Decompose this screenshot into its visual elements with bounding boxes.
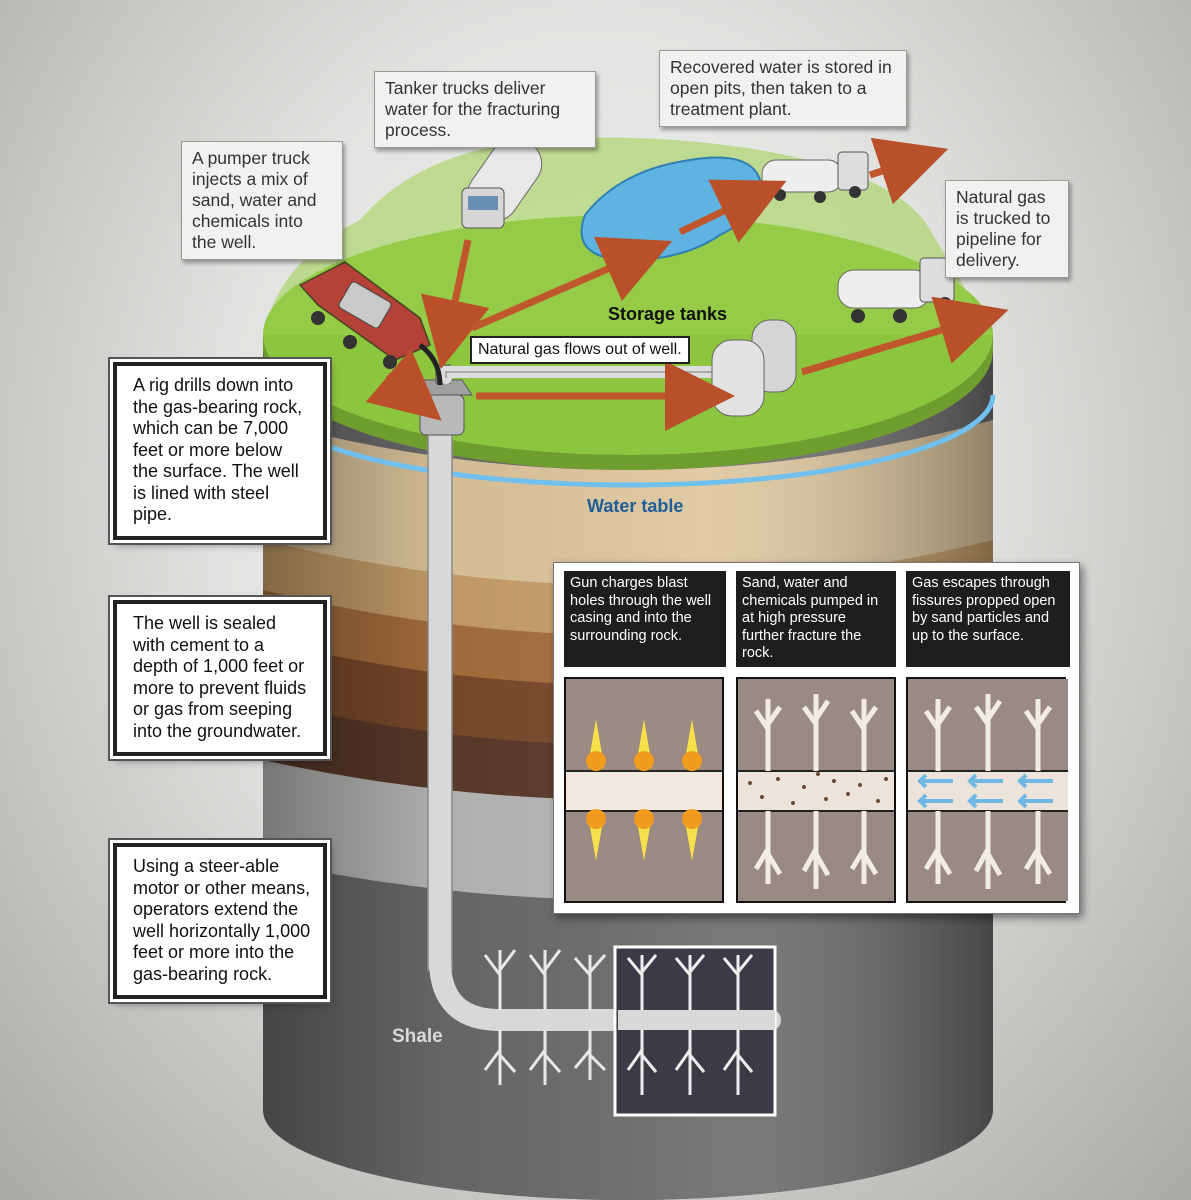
pumper-truck bbox=[298, 261, 431, 369]
well-pipe bbox=[427, 429, 453, 971]
water-truck bbox=[761, 151, 869, 203]
gas-flow-arrows bbox=[917, 773, 1053, 809]
fractures bbox=[483, 949, 607, 1085]
shale-label: Shale bbox=[392, 1026, 443, 1047]
tanker-truck bbox=[461, 137, 543, 229]
step2-panel bbox=[736, 677, 896, 903]
rig-drills-box: A rig drills down into the gas-bearing r… bbox=[110, 359, 330, 543]
tanker-truck-callout: Tanker trucks deliver water for the frac… bbox=[374, 71, 596, 148]
step1-caption: Gun charges blast holes through the well… bbox=[564, 571, 726, 667]
pumper-truck-callout: A pumper truck injects a mix of sand, wa… bbox=[181, 141, 343, 260]
storage-tanks-label: Storage tanks bbox=[608, 304, 728, 324]
step2-caption: Sand, water and chemicals pumped in at h… bbox=[736, 571, 896, 667]
recovered-water-callout: Recovered water is stored in open pits, … bbox=[659, 50, 907, 127]
gas-flow-label: Natural gas flows out of well. bbox=[470, 336, 690, 364]
fracture-branches bbox=[753, 694, 879, 889]
gas-truck bbox=[837, 257, 955, 323]
explosion-icons bbox=[586, 719, 702, 861]
water-table-label: Water table bbox=[587, 496, 684, 516]
natural-gas-truck-callout: Natural gas is trucked to pipeline for d… bbox=[945, 180, 1069, 278]
step3-caption: Gas escapes through fissures propped ope… bbox=[906, 571, 1070, 667]
flow-arrows bbox=[365, 137, 1009, 431]
horizontal-drilling-box: Using a steer-able motor or other means,… bbox=[110, 840, 330, 1002]
step1-panel bbox=[564, 677, 724, 903]
fracturing-process-inset: Gun charges blast holes through the well… bbox=[553, 562, 1080, 914]
sand-particles bbox=[748, 772, 888, 805]
well-sealed-box: The well is sealed with cement to a dept… bbox=[110, 597, 330, 759]
step3-panel bbox=[906, 677, 1068, 903]
